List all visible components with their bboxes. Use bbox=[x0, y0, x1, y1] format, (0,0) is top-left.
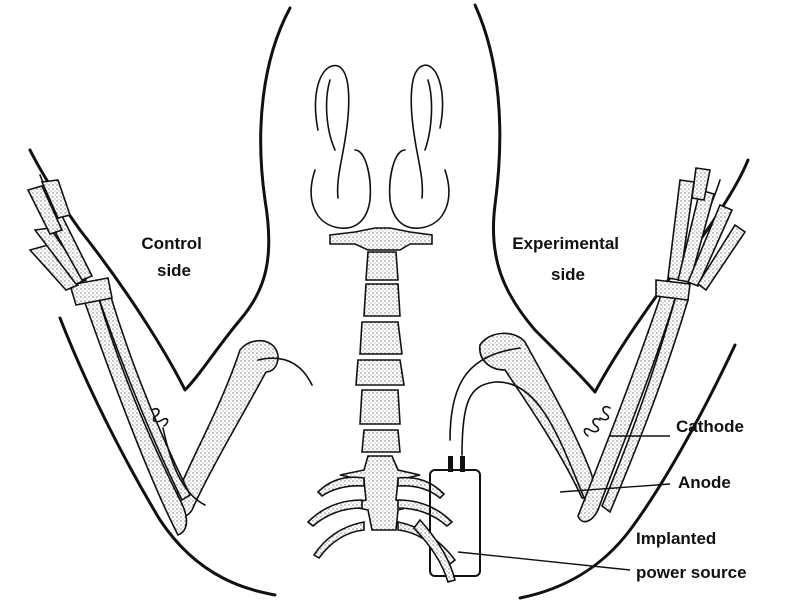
power-source-label: Implanted power source bbox=[636, 529, 747, 582]
power-source-leader bbox=[458, 552, 630, 570]
control-side-label: Control side bbox=[141, 234, 206, 280]
control-side-line-1: Control bbox=[141, 234, 201, 253]
experimental-side-line-1: Experimental bbox=[512, 234, 619, 253]
control-side-line-2: side bbox=[157, 261, 191, 280]
cathode-label: Cathode bbox=[676, 417, 744, 436]
experimental-side-label: Experimental side bbox=[512, 234, 624, 284]
power-source-line-2: power source bbox=[636, 563, 747, 582]
power-source-line-1: Implanted bbox=[636, 529, 716, 548]
anode-label: Anode bbox=[678, 473, 731, 492]
experimental-side-line-2: side bbox=[551, 265, 585, 284]
skull bbox=[311, 65, 449, 228]
